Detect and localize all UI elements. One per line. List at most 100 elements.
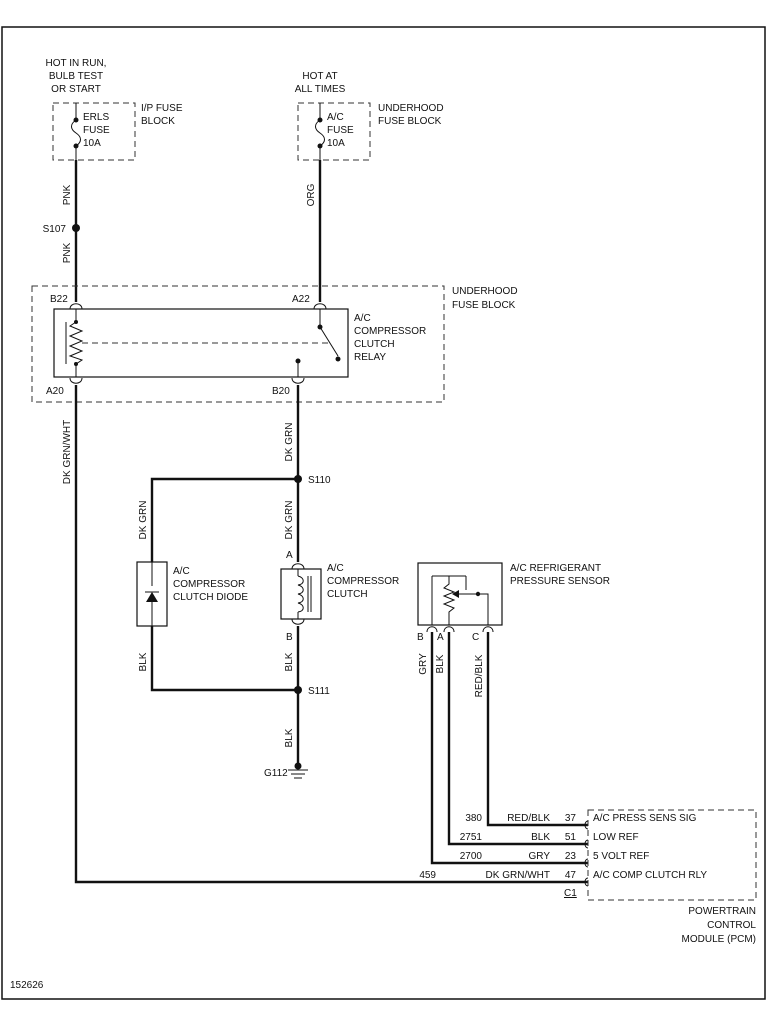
erls-fuse: HOT IN RUN, BULB TEST OR START ERLS FUSE… [46, 58, 183, 161]
relay-label-2: COMPRESSOR [354, 326, 426, 337]
pcm-pin-number: 37 [565, 813, 577, 824]
pcm-circuit-rows: 380 RED/BLK 37 A/C PRESS SENS SIG 2751 BLK 51 L… [419, 813, 707, 881]
diode-label-1: A/C [173, 566, 190, 577]
sensor-pin-a: A [437, 632, 444, 643]
wire-gry [430, 632, 588, 865]
wire-color-pnk-upper: PNK [62, 184, 73, 205]
clutch-coil-icon [297, 575, 304, 613]
pcm-function: LOW REF [593, 832, 639, 843]
underhood-fuse-block-outline [31, 285, 445, 403]
pcm-function: 5 VOLT REF [593, 851, 649, 862]
clutch-body [280, 568, 322, 620]
wire-dk-grn-wht [74, 385, 588, 884]
wire-color-blk-ground: BLK [284, 728, 295, 747]
wire-red-blk [486, 632, 588, 827]
wire-color-dk-grn-clutch: DK GRN [284, 501, 295, 540]
pcm-label-3: MODULE (PCM) [682, 934, 756, 945]
ground-icon [288, 762, 308, 779]
sensor-body [417, 562, 503, 626]
wire-color-dk-grn-wht: DK GRN/WHT [62, 420, 73, 484]
underhood-block-label-2: FUSE BLOCK [452, 300, 516, 311]
clutch-label-2: COMPRESSOR [327, 576, 399, 587]
diagram-frame [1, 26, 766, 1000]
erls-fuse-rating: 10A [83, 138, 101, 149]
pin-b22: B22 [50, 294, 68, 305]
erls-hot-label-2: BULB TEST [49, 71, 103, 82]
pcm-circuit-number: 459 [419, 870, 436, 881]
erls-fuse-name-2: FUSE [83, 125, 110, 136]
pressure-sensor: A/C REFRIGERANT PRESSURE SENSOR B A C [417, 562, 610, 643]
sensor-label-1: A/C REFRIGERANT [510, 563, 601, 574]
relay-label-4: RELAY [354, 352, 386, 363]
compressor-clutch: A B A/C COMPRESSOR CLUTCH [280, 550, 399, 643]
ip-fuse-block-outline [52, 102, 136, 161]
relay-label-3: CLUTCH [354, 339, 395, 350]
ac-fuse-name-1: A/C [327, 112, 344, 123]
clutch-pin-a: A [286, 550, 293, 561]
pin-a22: A22 [292, 294, 310, 305]
erls-fuse-name-1: ERLS [83, 112, 109, 123]
sensor-pin-b: B [417, 632, 424, 643]
wire-color-dk-grn-diode: DK GRN [138, 501, 149, 540]
pcm-connector-c1: C1 [564, 888, 577, 899]
pcm-pin-number: 23 [565, 851, 577, 862]
ac-fuse-block-label-2: FUSE BLOCK [378, 116, 442, 127]
wire-color-blk-clutch: BLK [284, 652, 295, 671]
wire-color-org: ORG [306, 183, 317, 206]
wire-blk-diode [150, 626, 298, 692]
ip-fuse-block-label-2: BLOCK [141, 116, 175, 127]
splice-s111: S111 [308, 686, 330, 697]
wire-color-red-blk: RED/BLK [474, 654, 485, 697]
diode-label-2: COMPRESSOR [173, 579, 245, 590]
pcm-wire-color: GRY [529, 851, 551, 862]
ground-g112: G112 [264, 768, 288, 779]
splice-s111-dot [294, 686, 302, 694]
ac-fuse-rating: 10A [327, 138, 345, 149]
sensor-label-2: PRESSURE SENSOR [510, 576, 610, 587]
wire-blk-sensor [447, 632, 588, 846]
wire-color-dk-grn-relay: DK GRN [284, 423, 295, 462]
pcm-label-1: POWERTRAIN [688, 906, 756, 917]
figure-number: 152626 [10, 980, 44, 991]
pcm-circuit-number: 2700 [460, 851, 483, 862]
pin-b20: B20 [272, 386, 290, 397]
pcm: 380 RED/BLK 37 A/C PRESS SENS SIG 2751 BLK 51 L… [419, 809, 757, 945]
ac-hot-label-2: ALL TIMES [295, 84, 346, 95]
splice-s107-dot [72, 224, 80, 232]
pcm-function: A/C PRESS SENS SIG [593, 813, 697, 824]
wire-color-blk-sensor: BLK [435, 654, 446, 673]
pcm-pin-number: 51 [565, 832, 577, 843]
wire-color-pnk-lower: PNK [62, 242, 73, 263]
pcm-wire-color: RED/BLK [507, 813, 550, 824]
ac-fuse-block-label-1: UNDERHOOD [378, 103, 444, 114]
diode-symbol-icon [146, 592, 158, 602]
ac-fuse-name-2: FUSE [327, 125, 354, 136]
underhood-block-label-1: UNDERHOOD [452, 286, 518, 297]
clutch-diode: A/C COMPRESSOR CLUTCH DIODE [136, 561, 248, 627]
wire-color-gry: GRY [418, 653, 429, 675]
pcm-outline [587, 809, 757, 901]
sensor-resistor-icon [442, 576, 456, 625]
underhood-fuse-block: UNDERHOOD FUSE BLOCK B22 A22 A20 B20 A/C… [31, 285, 518, 403]
relay-label-1: A/C [354, 313, 371, 324]
pcm-circuit-number: 2751 [460, 832, 483, 843]
pcm-pin-number: 47 [565, 870, 577, 881]
clutch-label-1: A/C [327, 563, 344, 574]
pcm-circuit-number: 380 [465, 813, 482, 824]
erls-hot-label-3: OR START [51, 84, 101, 95]
ac-hot-label-1: HOT AT [302, 71, 337, 82]
pcm-wire-color: DK GRN/WHT [486, 870, 550, 881]
wire-color-blk-diode: BLK [138, 652, 149, 671]
pin-a20: A20 [46, 386, 64, 397]
erls-hot-label-1: HOT IN RUN, [46, 58, 107, 69]
ac-fuse: HOT AT ALL TIMES A/C FUSE 10A UNDERHOOD … [295, 71, 444, 161]
ac-fuse-block-outline [297, 102, 371, 161]
clutch-label-3: CLUTCH [327, 589, 368, 600]
splice-s107: S107 [43, 224, 67, 235]
clutch-pin-b: B [286, 632, 293, 643]
splice-s110: S110 [308, 475, 331, 486]
pcm-function: A/C COMP CLUTCH RLY [593, 870, 707, 881]
pcm-wire-color: BLK [531, 832, 550, 843]
relay-body [53, 308, 349, 378]
